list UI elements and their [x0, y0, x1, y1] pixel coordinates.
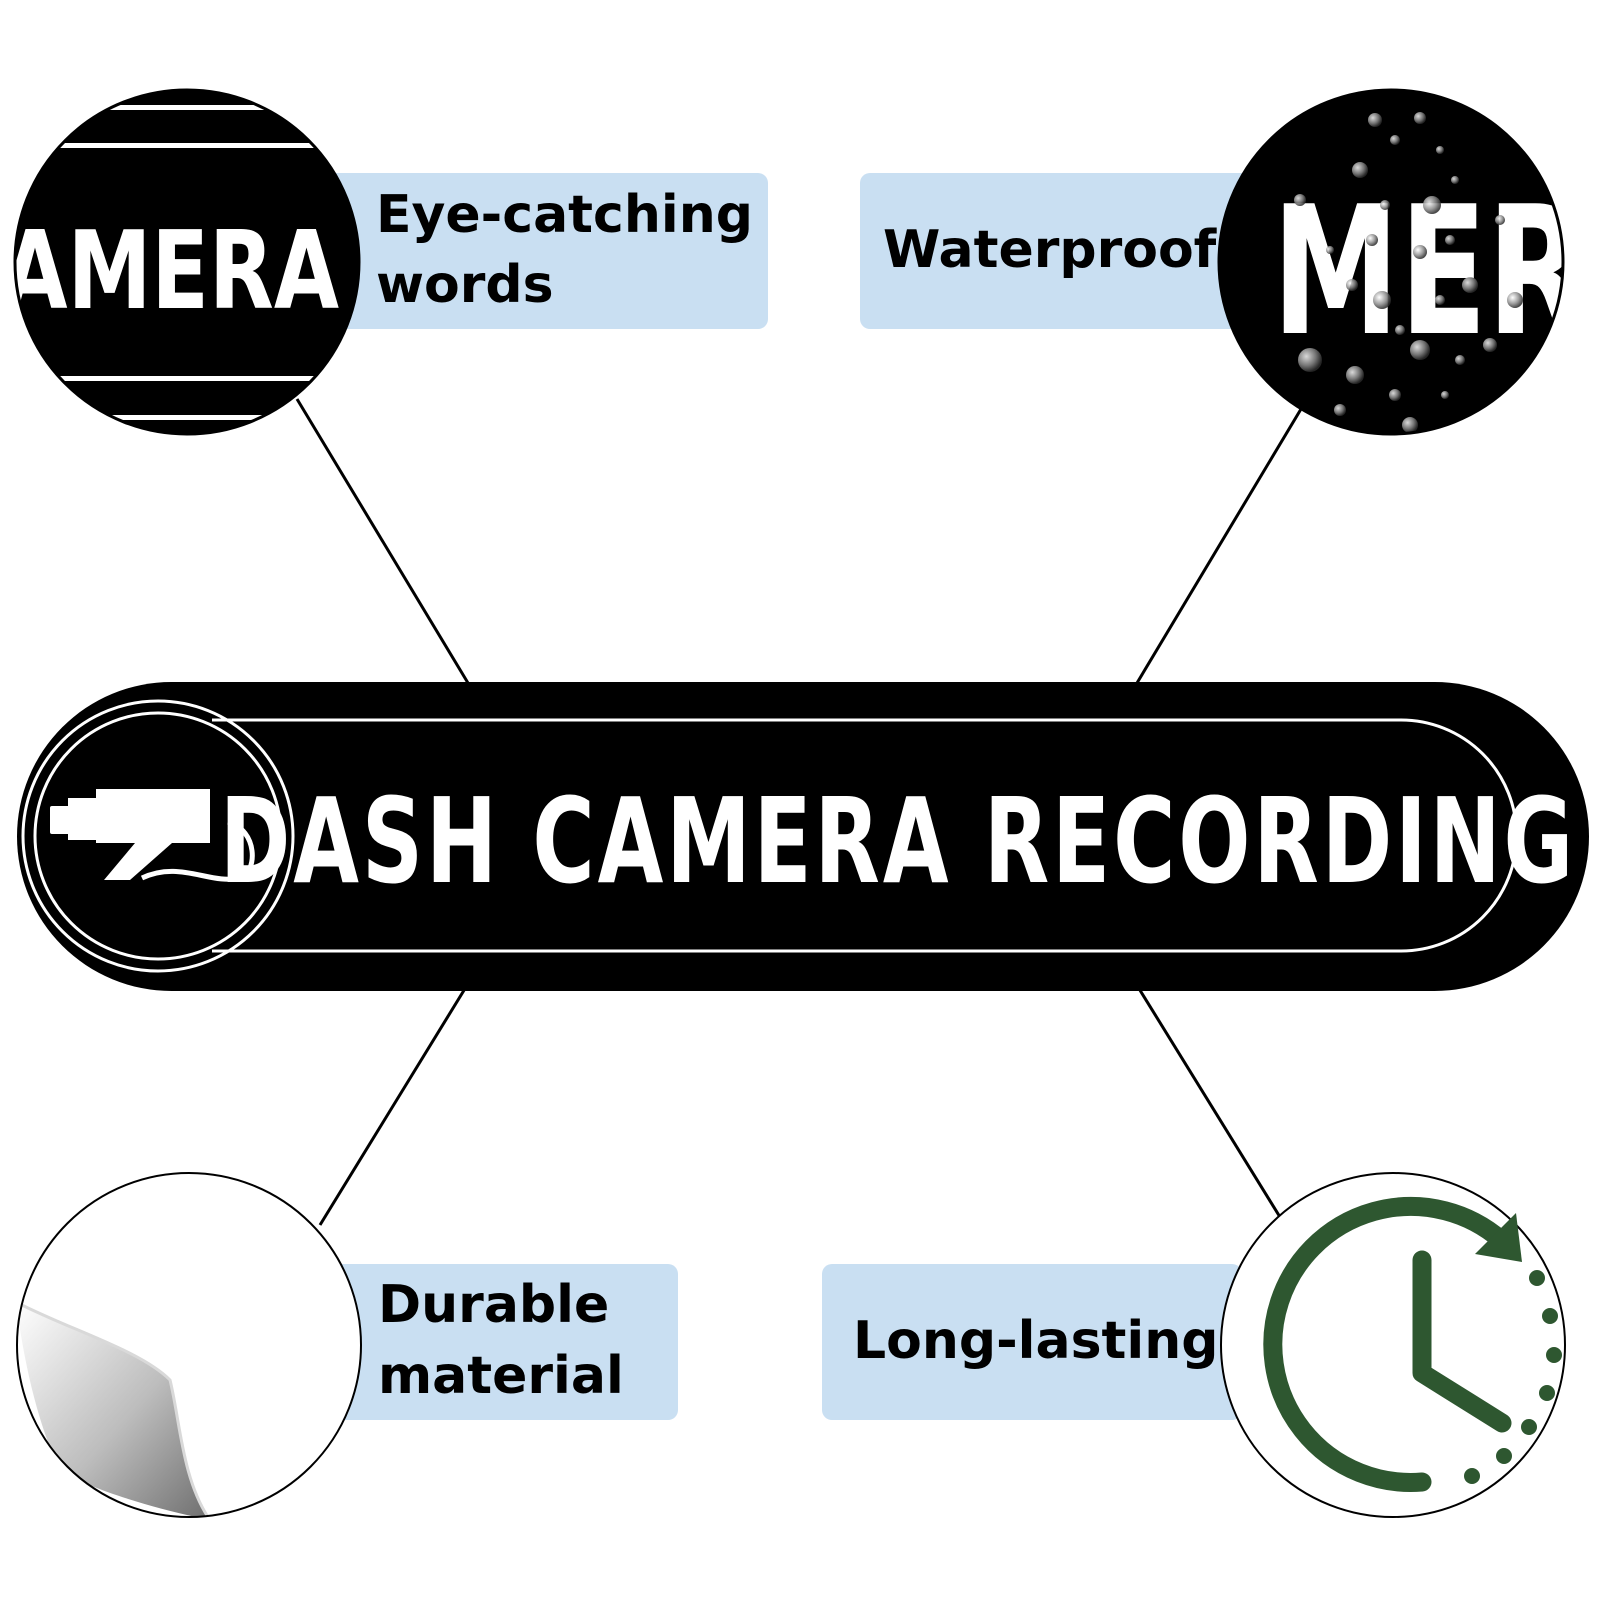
water-droplet — [1435, 295, 1445, 305]
water-droplet — [1451, 176, 1459, 184]
sign-icon-ring-outer — [21, 699, 295, 973]
water-droplet — [1395, 325, 1405, 335]
water-droplet — [1380, 200, 1390, 210]
sign-text: DASH CAMERA RECORDING — [220, 774, 1576, 911]
connector-line-bottom-right — [1136, 986, 1290, 1231]
water-droplet — [1389, 389, 1401, 401]
water-droplet — [1507, 292, 1523, 308]
water-droplet — [1352, 162, 1368, 178]
clock-arrow-icon — [1263, 1196, 1562, 1492]
label-box-long-lasting — [822, 1264, 1242, 1420]
waterproof-detail-circle: MERA — [1217, 88, 1565, 436]
water-droplet — [1373, 291, 1391, 309]
label-box-eye-catching — [300, 173, 768, 329]
long-lasting-detail-circle — [1220, 1172, 1566, 1518]
water-droplet — [1483, 338, 1497, 352]
water-droplet — [1445, 235, 1455, 245]
feature-label-eye-catching-line1: Eye-catching — [376, 185, 753, 245]
connector-line-top-left — [295, 398, 470, 684]
feature-label-waterproof: Waterproof — [883, 220, 1218, 280]
water-droplet — [1462, 277, 1478, 293]
label-box-waterproof — [860, 173, 1280, 329]
security-camera-icon — [50, 789, 255, 882]
connector-line-bottom-left — [318, 986, 468, 1226]
water-droplet — [1436, 146, 1444, 154]
connector-line-top-right — [1135, 398, 1309, 684]
water-droplet — [1414, 112, 1426, 124]
water-droplet — [1410, 340, 1430, 360]
water-droplet — [1326, 246, 1334, 254]
main-sign: DASH CAMERA RECORDING — [17, 682, 1589, 991]
water-droplets-icon — [1294, 105, 1523, 433]
water-droplet — [1423, 196, 1441, 214]
water-droplet — [1413, 245, 1427, 259]
sign-icon-ring-inner — [33, 711, 283, 961]
eye-catching-detail-text: AMERA — [2, 208, 339, 334]
feature-label-long-lasting: Long-lasting — [853, 1311, 1218, 1371]
water-droplet — [1366, 234, 1378, 246]
water-droplet — [1294, 194, 1306, 206]
feature-label-durable-line2: material — [378, 1346, 624, 1406]
sign-inner-border — [228, 718, 1518, 953]
water-droplet — [1390, 135, 1400, 145]
feature-label-eye-catching-line2: words — [376, 255, 554, 315]
feature-label-durable-line1: Durable — [378, 1275, 609, 1335]
water-droplet — [1346, 366, 1364, 384]
water-droplet — [1346, 279, 1358, 291]
water-droplet — [1334, 404, 1346, 416]
durable-detail-circle — [16, 1172, 362, 1518]
label-box-durable — [300, 1264, 678, 1420]
water-droplet — [1455, 355, 1465, 365]
connector-lines — [295, 398, 1309, 1231]
water-droplet — [1402, 417, 1418, 433]
water-droplet — [1495, 215, 1505, 225]
water-droplet — [1368, 113, 1382, 127]
water-droplet — [1298, 348, 1322, 372]
water-droplet — [1441, 391, 1449, 399]
eye-catching-detail-circle: AMERA — [2, 88, 361, 436]
